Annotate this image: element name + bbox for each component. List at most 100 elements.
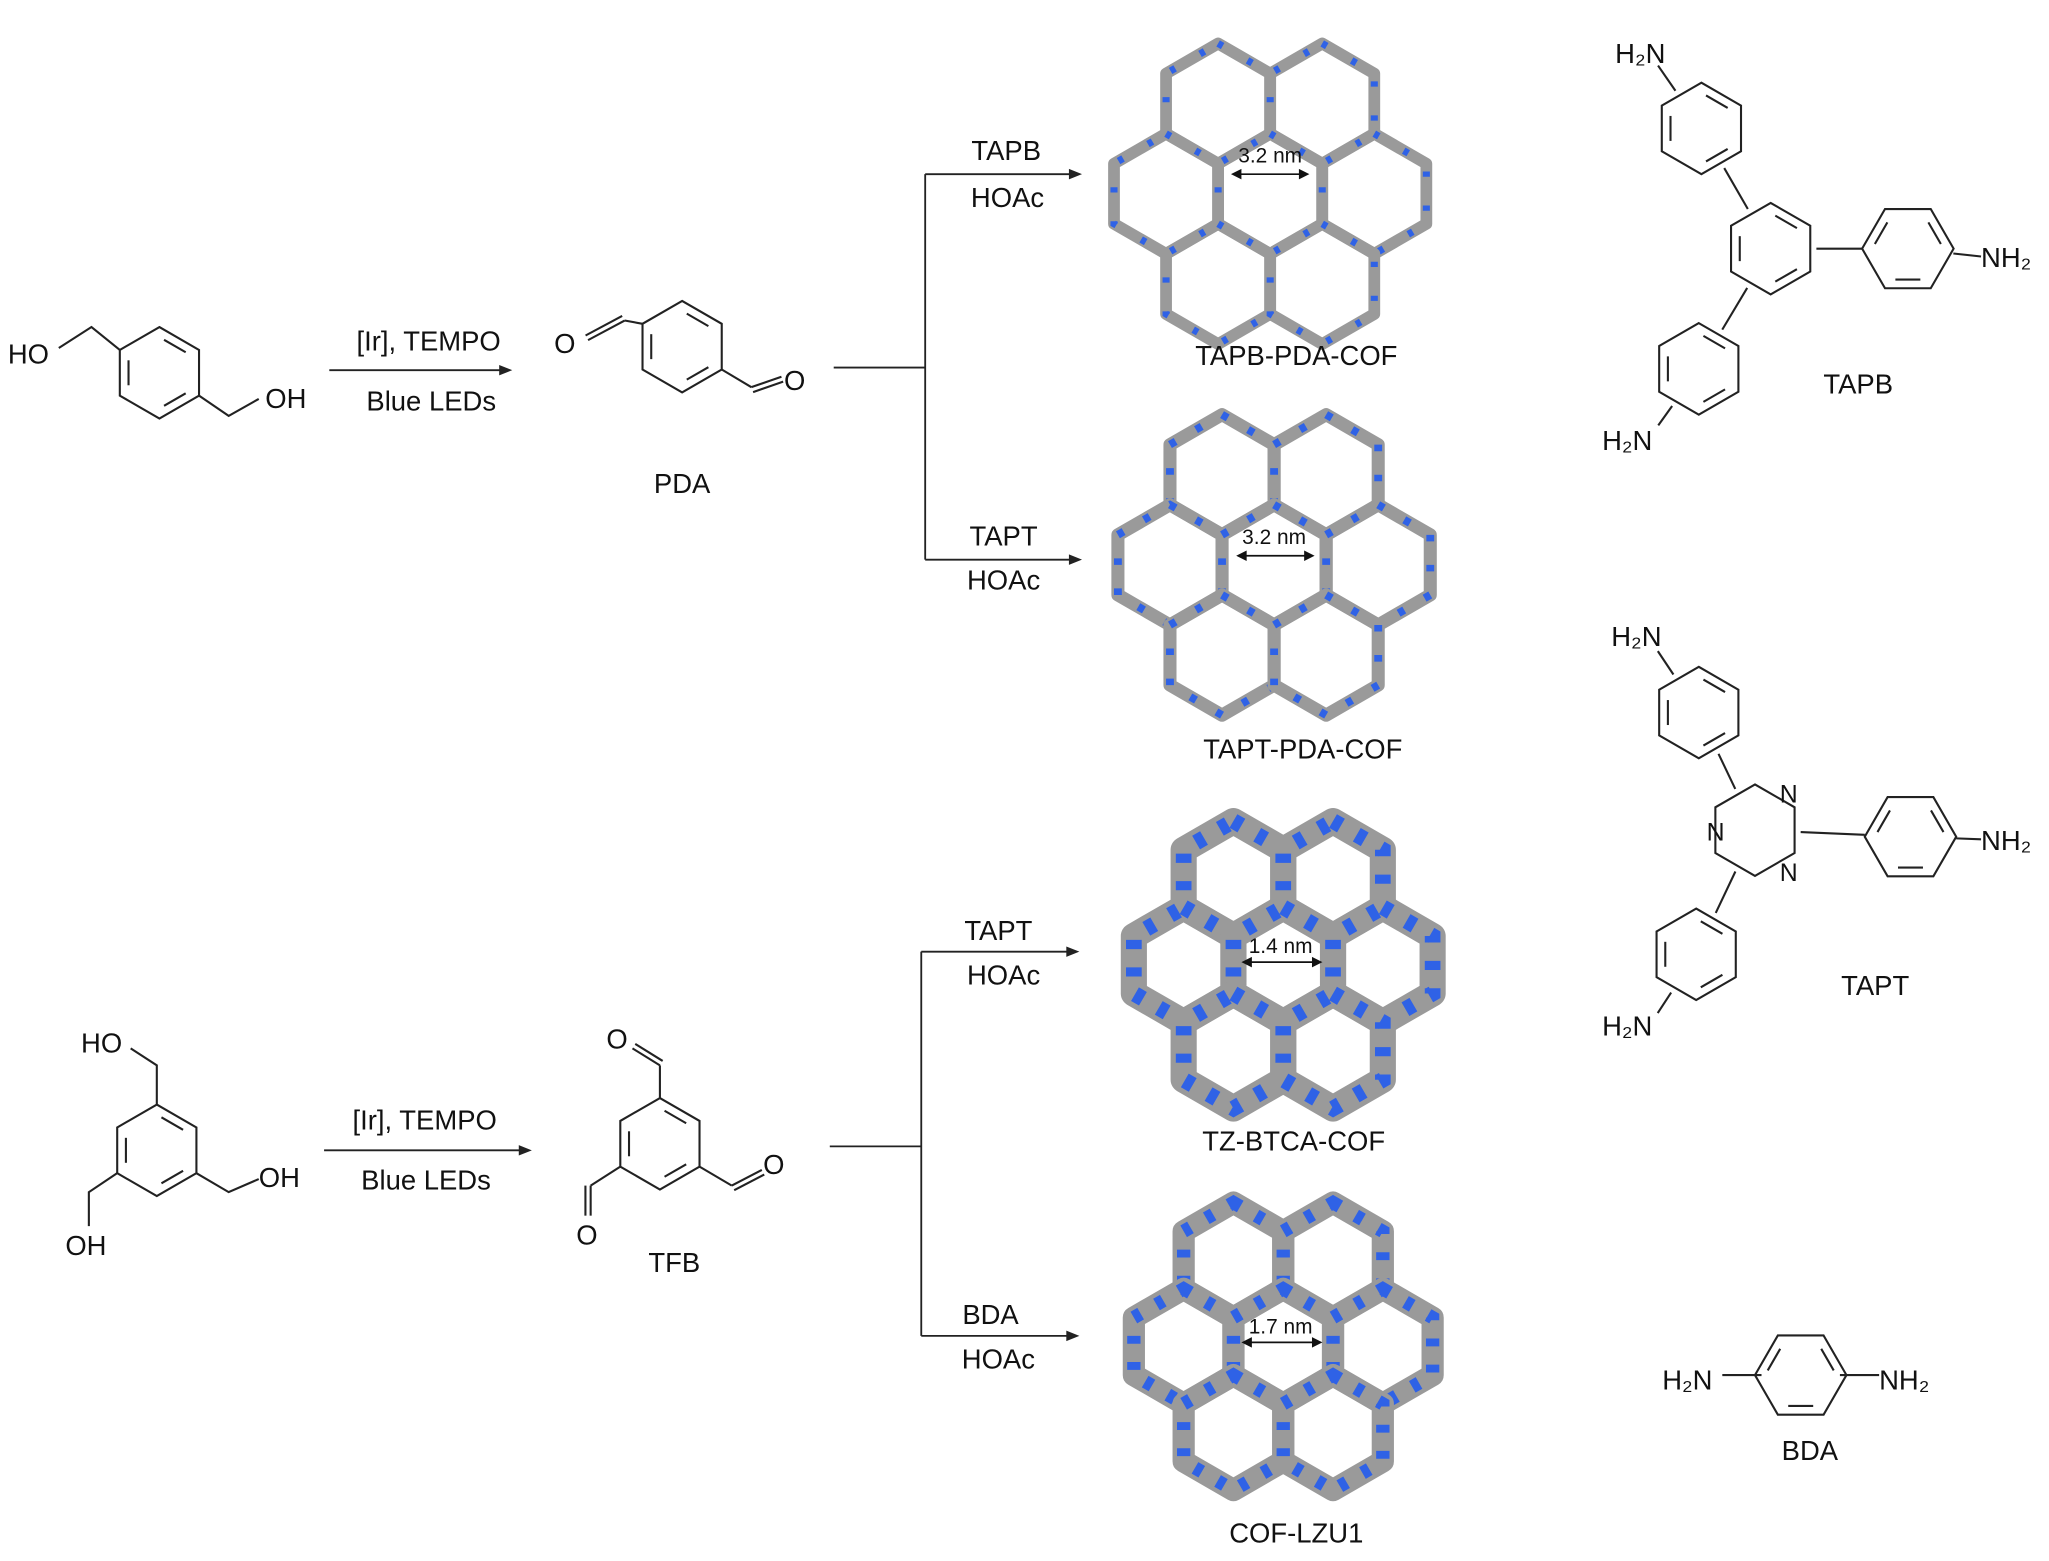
compound-name: TAPB [1823, 369, 1893, 400]
double-bond [686, 312, 709, 328]
compound-name: BDA [1782, 1435, 1839, 1466]
double-bond [163, 338, 187, 354]
cof-nitrogen-sites [1270, 590, 1383, 720]
branch-bottom [829, 950, 1072, 1337]
double-bond [1820, 1348, 1835, 1371]
double-bond [1700, 920, 1723, 935]
atom-label: H₂N [1615, 38, 1665, 69]
double-bond [1774, 268, 1798, 283]
atom-label: H₂N [1602, 425, 1652, 456]
atom-label: HO [8, 339, 49, 370]
atom-label: OH [265, 383, 306, 414]
double-bond [1876, 809, 1891, 833]
carbonyl-bond [752, 380, 784, 394]
molecule-bonds [58, 64, 1982, 1416]
bond [1656, 991, 1673, 1014]
cof-lzu1 [1122, 1191, 1444, 1502]
cof-pore-wall [1267, 588, 1385, 722]
atom-label: N [1780, 860, 1798, 887]
benzene-ring [1863, 796, 1958, 878]
carbonyl-bond [731, 1168, 763, 1187]
double-bond [1705, 148, 1729, 163]
benzene-ring [1655, 907, 1737, 1002]
bond [1956, 837, 1982, 841]
atom-label: H₂N [1602, 1010, 1652, 1041]
reaction-arrows [324, 168, 1082, 1342]
atom-label: N [1707, 820, 1725, 847]
reagent-label: TAPT [964, 915, 1032, 946]
atom-label: H₂N [1662, 1364, 1712, 1395]
condition-label: [Ir], TEMPO [353, 1104, 497, 1135]
atom-label: O [763, 1149, 784, 1180]
bond [1657, 405, 1673, 426]
branch-top [833, 173, 1075, 561]
solvent-label: HOAc [967, 959, 1040, 990]
atom-label: O [576, 1219, 597, 1250]
pore-size: 1.4 nm [1249, 935, 1313, 958]
benzene-ring [619, 1096, 701, 1191]
double-bond [1702, 732, 1726, 747]
bond [1714, 871, 1737, 914]
atom-label: O [784, 365, 805, 396]
arrowhead [1066, 946, 1080, 1342]
reagent-label: TAPB [971, 135, 1041, 166]
double-bond [163, 392, 187, 407]
reagent-label: TAPT [970, 520, 1038, 551]
cof-tz-btca [1120, 807, 1446, 1122]
cof-pore-wall [1264, 217, 1381, 350]
atom-label: NH₂ [1981, 825, 2031, 856]
bond [1657, 64, 1677, 92]
bond [1953, 252, 1982, 258]
benzene-ring [1658, 665, 1740, 760]
cof-nitrogen-sites [1276, 1194, 1390, 1326]
compound-name: TFB [648, 1247, 700, 1278]
bond [130, 1047, 158, 1105]
bond [58, 325, 121, 351]
cof-nitrogen-sites [1275, 984, 1391, 1118]
bond [624, 319, 643, 325]
pore-annotations: 3.2 nm 3.2 nm 1.4 nm 1.7 nm [1230, 144, 1323, 1348]
double-bond [1930, 809, 1945, 833]
atom-label: O [606, 1023, 627, 1054]
cof-pore-wall [1163, 588, 1281, 722]
double-bond [664, 1163, 687, 1178]
bond [87, 1172, 118, 1227]
arrowhead [1068, 168, 1082, 565]
atom-label: H₂N [1611, 621, 1661, 652]
cof-nitrogen-sites [1270, 410, 1383, 540]
arrowhead [518, 1145, 532, 1156]
pore-size: 3.2 nm [1238, 144, 1302, 167]
solvent-label: HOAc [962, 1344, 1035, 1375]
carbonyl-bond [751, 375, 782, 389]
atom-label: O [554, 328, 575, 359]
bond [195, 1172, 260, 1194]
carbonyl-bond [585, 314, 623, 337]
double-bond [160, 1169, 184, 1185]
pore-size: 3.2 nm [1242, 526, 1306, 549]
double-bond [1700, 973, 1723, 989]
benzene-ring [1660, 81, 1743, 176]
condition-label: [Ir], TEMPO [356, 326, 500, 357]
benzene-ring [1730, 201, 1812, 296]
atom-label: HO [81, 1027, 122, 1058]
carbonyl-bond [634, 1043, 664, 1062]
compound-name: PDA [654, 468, 711, 499]
double-bond [1927, 221, 1942, 245]
double-bond [1702, 388, 1726, 403]
benzene-ring [118, 325, 201, 420]
bond [1721, 287, 1749, 331]
condition-label: Blue LEDs [366, 386, 496, 417]
atom-label: OH [65, 1230, 106, 1261]
benzene-ring [1753, 1334, 1848, 1416]
double-bond [1705, 94, 1729, 109]
cof-nitrogen-sites [1326, 1281, 1440, 1412]
bond [1800, 831, 1865, 836]
bond [1717, 753, 1737, 790]
carbonyl-bond [631, 1047, 661, 1067]
cof-structures [1108, 37, 1446, 1502]
double-bond [1873, 221, 1889, 245]
atom-label: N [1780, 782, 1798, 809]
cof-name: TAPT-PDA-COF [1203, 733, 1402, 764]
benzene-ring [1714, 783, 1796, 878]
double-bond [1702, 334, 1726, 350]
